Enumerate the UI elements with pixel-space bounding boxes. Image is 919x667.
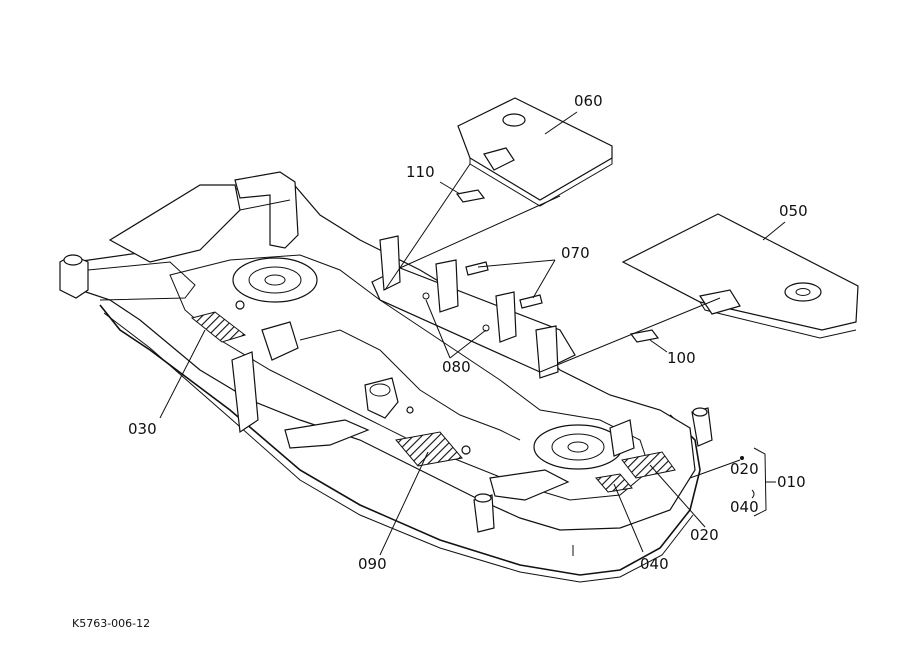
cover-060 [457,97,613,207]
pad-100 [629,329,660,343]
callout-050: 050 [779,202,808,220]
callout-020-lower: 020 [690,526,719,544]
callout-030: 030 [128,420,157,438]
callout-070: 070 [561,244,590,262]
callout-110: 110 [406,163,435,181]
mount-plate [371,235,576,379]
callout-010: 010 [777,473,806,491]
callout-090: 090 [358,555,387,573]
diagram-code: K5763-006-12 [72,617,150,630]
callout-060: 060 [574,92,603,110]
callout-020-right: 020 [730,460,759,478]
callout-080: 080 [442,358,471,376]
callout-040-right: 040 [730,498,759,516]
leader-lines [159,111,786,556]
pad-110 [455,189,486,203]
cover-050 [621,213,859,339]
callout-040-lower: 040 [640,555,669,573]
mower-deck [59,171,713,583]
callout-100: 100 [667,349,696,367]
